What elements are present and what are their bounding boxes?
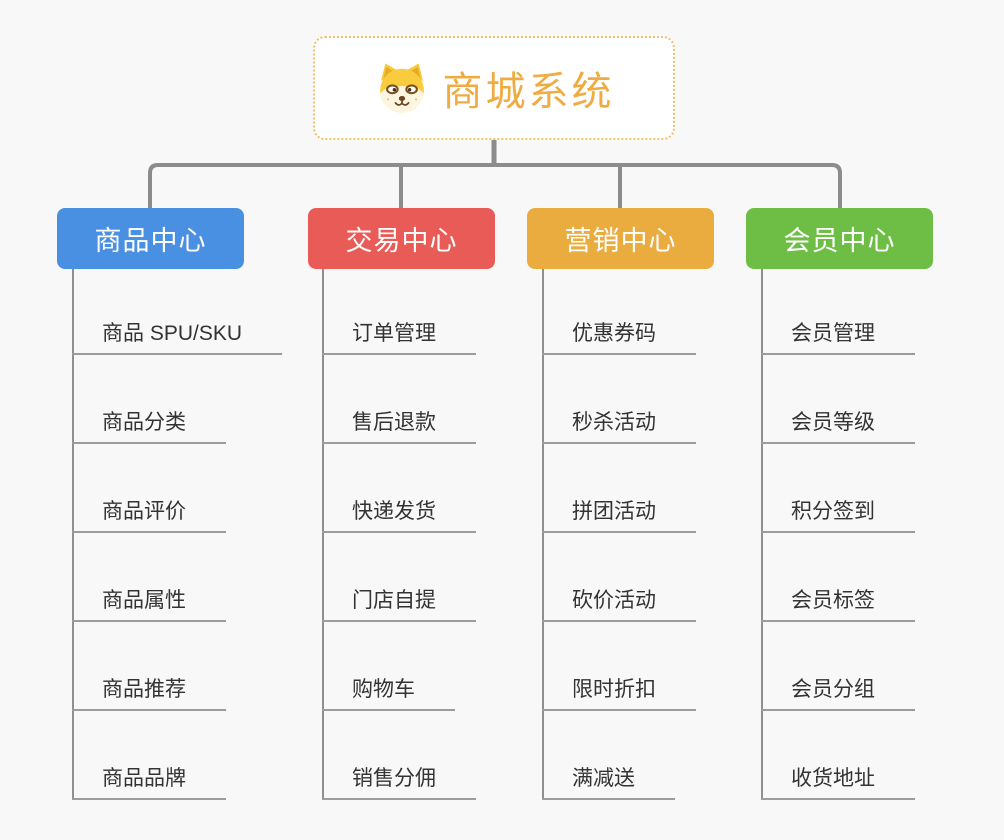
leaf-item[interactable]: 优惠券码	[542, 316, 696, 355]
leaf-item[interactable]: 秒杀活动	[542, 405, 696, 444]
leaf-item[interactable]: 订单管理	[322, 316, 476, 355]
leaf-item[interactable]: 商品属性	[72, 583, 226, 622]
leaf-item[interactable]: 会员管理	[761, 316, 915, 355]
branch-node-product[interactable]: 商品中心	[57, 208, 244, 269]
leaf-item[interactable]: 商品品牌	[72, 761, 226, 800]
leaf-item[interactable]: 商品评价	[72, 494, 226, 533]
leaf-item[interactable]: 商品推荐	[72, 672, 226, 711]
root-title: 商城系统	[442, 70, 615, 114]
leaf-item[interactable]: 积分签到	[761, 494, 915, 533]
leaf-item[interactable]: 会员标签	[761, 583, 915, 622]
leaf-item[interactable]: 限时折扣	[542, 672, 696, 711]
root-node[interactable]: 商城系统	[313, 36, 675, 140]
leaf-item[interactable]: 售后退款	[322, 405, 476, 444]
leaf-item[interactable]: 商品 SPU/SKU	[72, 316, 283, 355]
branch-node-trade[interactable]: 交易中心	[308, 208, 495, 269]
leaf-item[interactable]: 收货地址	[761, 761, 915, 800]
bus-line	[148, 163, 842, 208]
leaf-item[interactable]: 快递发货	[322, 494, 476, 533]
leaf-item[interactable]: 门店自提	[322, 583, 476, 622]
leaf-item[interactable]: 销售分佣	[322, 761, 476, 800]
leaf-item[interactable]: 会员等级	[761, 405, 915, 444]
leaf-item[interactable]: 满减送	[542, 761, 675, 800]
leaf-item[interactable]: 会员分组	[761, 672, 915, 711]
leaf-item[interactable]: 购物车	[322, 672, 455, 711]
leaf-item[interactable]: 商品分类	[72, 405, 226, 444]
branch-node-member[interactable]: 会员中心	[746, 208, 933, 269]
branch-node-marketing[interactable]: 营销中心	[527, 208, 714, 269]
dog-icon	[379, 63, 424, 113]
leaf-item[interactable]: 砍价活动	[542, 583, 696, 622]
leaf-item[interactable]: 拼团活动	[542, 494, 696, 533]
